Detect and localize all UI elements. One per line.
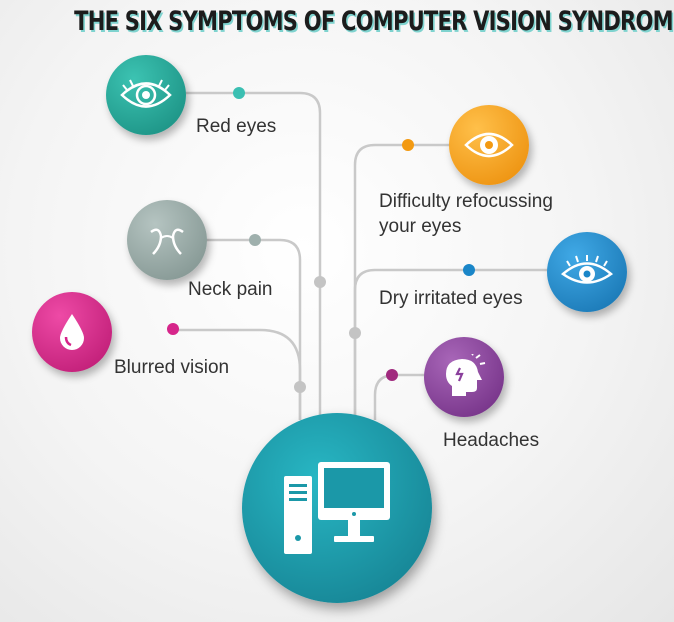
junction-dot xyxy=(294,381,306,393)
refocus-circle xyxy=(449,105,529,185)
junction-dot xyxy=(314,276,326,288)
blurred-vision-dot xyxy=(167,323,179,335)
head-icon xyxy=(446,354,486,396)
connector-red-eyes xyxy=(182,91,322,420)
dry-eyes-label: Dry irritated eyes xyxy=(379,288,523,309)
eye-icon xyxy=(560,255,614,284)
water-drop-icon xyxy=(60,314,84,350)
blurred-vision-circle xyxy=(32,292,112,372)
connector-neck-pain xyxy=(206,238,302,420)
red-eyes-circle xyxy=(106,55,186,135)
headaches-dot xyxy=(386,369,398,381)
computer-center-circle xyxy=(242,413,432,603)
blurred-vision-label: Blurred vision xyxy=(114,357,230,378)
computer-monitor-icon xyxy=(284,462,390,554)
neck-pain-label: Neck pain xyxy=(188,279,273,300)
neck-pain-circle xyxy=(127,200,207,280)
refocus-label-line-2: your eyes xyxy=(379,216,462,237)
headaches-label: Headaches xyxy=(443,430,540,451)
connector-headaches xyxy=(373,373,426,420)
refocus-label: Difficulty refocussing your eyes xyxy=(379,189,553,239)
dry-eyes-dot xyxy=(463,264,475,276)
connector-dry-eyes xyxy=(353,268,548,420)
junction-dot xyxy=(349,327,361,339)
eye-icon xyxy=(120,79,172,108)
neck-pain-dot xyxy=(249,234,261,246)
refocus-label-line-1: Difficulty refocussing xyxy=(379,191,553,212)
eye-icon xyxy=(464,132,514,158)
refocus-dot xyxy=(402,139,414,151)
connector-refocus xyxy=(353,143,452,420)
red-eyes-label: Red eyes xyxy=(196,116,277,137)
red-eyes-dot xyxy=(233,87,245,99)
headaches-circle xyxy=(424,337,504,417)
infographic-title: THE SIX SYMPTOMS OF COMPUTER VISION SYND… xyxy=(74,6,674,37)
connector-blurred-vision xyxy=(174,328,302,420)
dry-eyes-circle xyxy=(547,232,627,312)
neck-icon xyxy=(150,228,184,255)
